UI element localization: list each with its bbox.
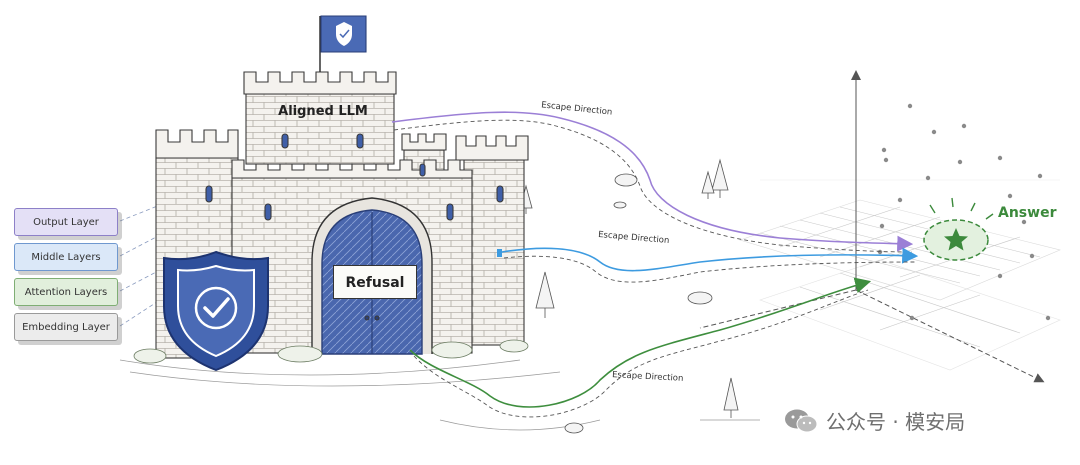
layer-connectors: [119, 204, 161, 327]
layer-embedding-label: Embedding Layer: [22, 321, 110, 333]
watermark: 公众号 · 模安局: [784, 406, 965, 435]
scatter-point: [1037, 173, 1043, 179]
escape-path-bottom: [409, 277, 872, 418]
escape-path-top: [391, 111, 914, 253]
scatter-point: [997, 273, 1003, 279]
wechat-icon: [785, 409, 818, 432]
scatter-point: [961, 123, 967, 129]
gate-refusal-sign: Refusal: [333, 265, 417, 299]
layer-middle-label: Middle Layers: [31, 251, 101, 263]
layer-middle: Middle Layers: [14, 243, 118, 271]
scatter-point: [1029, 253, 1035, 259]
scatter-point: [883, 157, 889, 163]
layer-output: Output Layer: [14, 208, 118, 236]
shield-check-icon: [163, 250, 269, 372]
scatter-point: [881, 147, 887, 153]
scatter-point: [897, 197, 903, 203]
scatter-point: [925, 175, 931, 181]
castle: [133, 15, 529, 364]
answer-label: Answer: [998, 205, 1057, 221]
scatter-point: [877, 249, 883, 255]
scatter-points: [877, 103, 1051, 321]
watermark-text: 公众号 · 模安局: [826, 410, 966, 434]
scatter-point: [931, 129, 937, 135]
ground-sketch: [119, 359, 760, 431]
scatter-point: [1021, 219, 1027, 225]
axes: [699, 70, 1045, 383]
scatter-point: [907, 103, 913, 109]
scatter-point: [997, 155, 1003, 161]
scatter-point: [909, 315, 915, 321]
castle-title: Aligned LLM: [278, 104, 368, 119]
escape-path-middle: [497, 247, 919, 283]
star-icon: [944, 228, 968, 251]
trees: [519, 158, 739, 434]
answer-target: [923, 197, 994, 261]
layer-attention-label: Attention Layers: [24, 286, 108, 298]
scatter-point: [879, 223, 885, 229]
layer-embedding: Embedding Layer: [14, 313, 118, 341]
scatter-point: [1045, 315, 1051, 321]
scatter-point: [957, 159, 963, 165]
layer-attention: Attention Layers: [14, 278, 118, 306]
scatter-point: [1007, 193, 1013, 199]
layer-output-label: Output Layer: [33, 216, 99, 228]
